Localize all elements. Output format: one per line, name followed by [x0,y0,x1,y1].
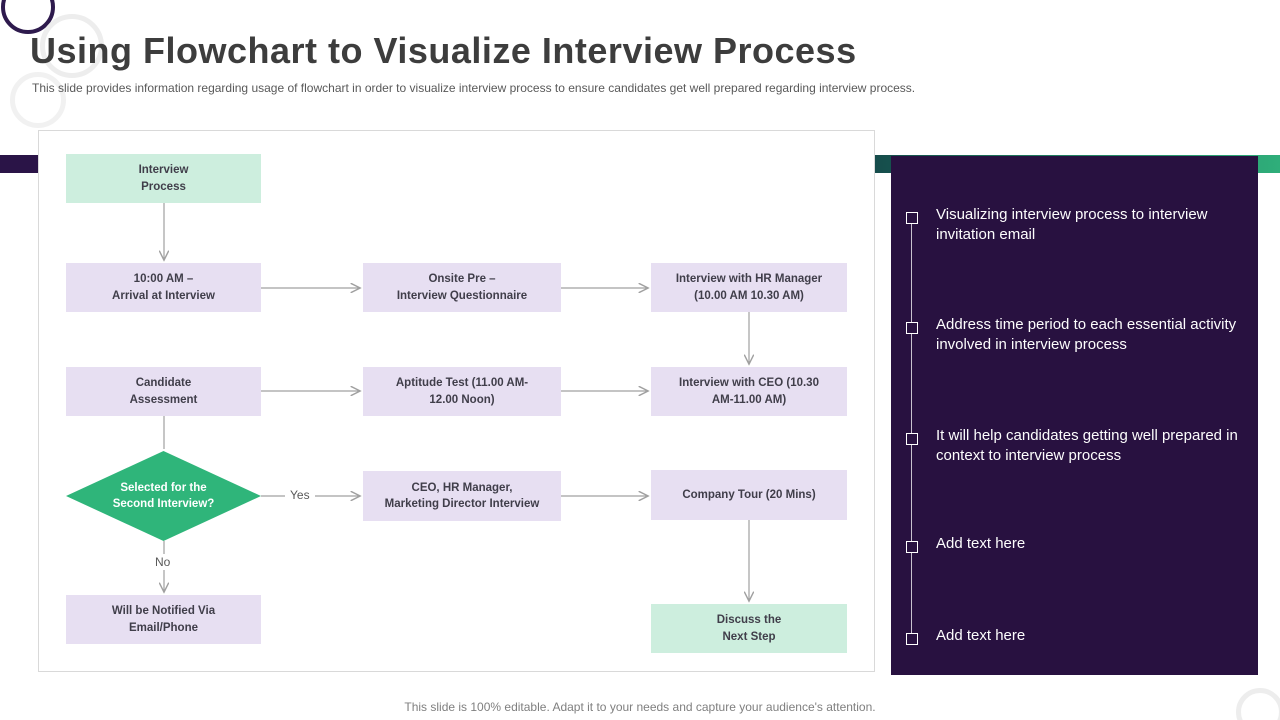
list-item: Visualizing interview process to intervi… [906,205,1241,245]
list-item-label: Visualizing interview process to intervi… [936,206,1208,243]
list-item: It will help candidates getting well pre… [906,426,1241,466]
list-item: Add text here [906,626,1241,646]
node-interview-process: Interview Process [66,154,261,203]
square-bullet-icon [906,541,918,553]
node-company-tour: Company Tour (20 Mins) [651,470,847,520]
slide-subtitle: This slide provides information regardin… [32,81,916,95]
node-onsite-questionnaire: Onsite Pre – Interview Questionnaire [363,263,561,312]
node-aptitude-test: Aptitude Test (11.00 AM- 12.00 Noon) [363,367,561,416]
edge-label-no: No [150,554,176,570]
square-bullet-icon [906,212,918,224]
flowchart-canvas: Interview Process 10:00 AM – Arrival at … [38,130,875,672]
list-item-label: Add text here [936,627,1026,644]
list-item-label: Add text here [936,535,1026,552]
square-bullet-icon [906,633,918,645]
node-candidate-assessment: Candidate Assessment [66,367,261,416]
footer-note: This slide is 100% editable. Adapt it to… [404,700,876,714]
node-notified: Will be Notified Via Email/Phone [66,595,261,644]
list-item-label: Address time period to each essential ac… [936,316,1237,353]
list-item-label: It will help candidates getting well pre… [936,427,1238,464]
corner-ring-icon [10,72,66,128]
list-item: Address time period to each essential ac… [906,315,1241,355]
node-arrival: 10:00 AM – Arrival at Interview [66,263,261,312]
notes-panel: Visualizing interview process to intervi… [891,156,1258,675]
corner-ring-icon [1,0,55,34]
corner-ring-icon [40,14,104,78]
node-discuss-next-step: Discuss the Next Step [651,604,847,653]
node-hr-interview: Interview with HR Manager (10.00 AM 10.3… [651,263,847,312]
page-title: Using Flowchart to Visualize Interview P… [30,30,857,71]
square-bullet-icon [906,433,918,445]
node-panel-interview: CEO, HR Manager, Marketing Director Inte… [363,471,561,521]
bullet-connector-line [911,223,912,641]
node-ceo-interview: Interview with CEO (10.30 AM-11.00 AM) [651,367,847,416]
edge-label-yes: Yes [285,487,315,503]
list-item: Add text here [906,534,1241,554]
square-bullet-icon [906,322,918,334]
